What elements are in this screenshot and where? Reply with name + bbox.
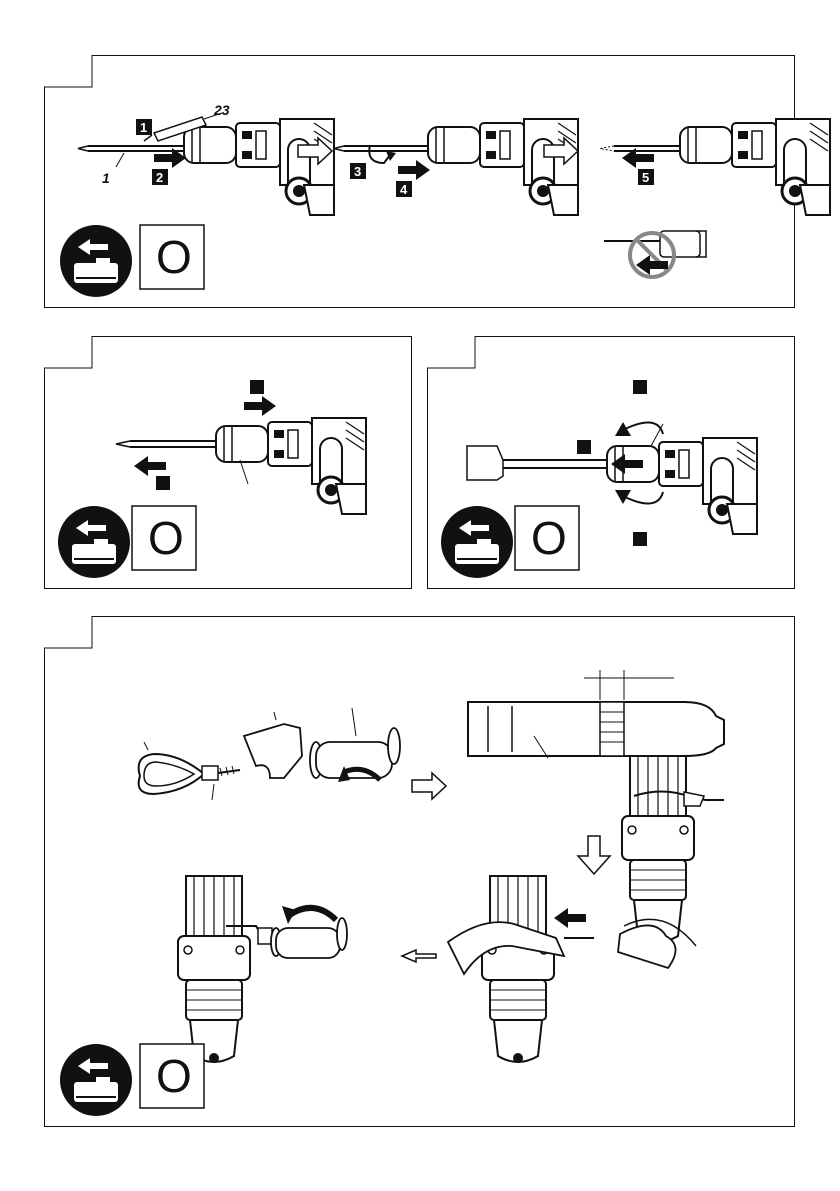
svg-text:1: 1 [140, 120, 147, 135]
svg-text:O: O [156, 231, 192, 283]
side-handle-parts [139, 708, 400, 800]
drill-with-band-illustration [622, 756, 694, 943]
step-1-badge [250, 380, 264, 394]
battery-removal-icon [441, 506, 513, 578]
step-lock-bit-illustration [334, 119, 578, 215]
svg-text:5: 5 [642, 170, 649, 185]
battery-removal-icon [60, 1044, 132, 1116]
do-not-pull-icon [604, 231, 706, 277]
step-1-badge [633, 380, 647, 394]
svg-text:2: 2 [156, 170, 163, 185]
step-5-badge: 5 [638, 169, 654, 185]
symbol-o-box: O [140, 1044, 204, 1108]
pull-chuck-arrow [244, 396, 276, 416]
step-4-badge: 4 [396, 181, 412, 197]
figure-4-side-handle-installation: O [44, 616, 795, 1127]
drill-top-view-illustration [468, 670, 724, 758]
next-step-arrow-down [578, 836, 610, 874]
step-insert-bit-illustration [78, 113, 334, 215]
figure-2-bit-removal: O [44, 336, 412, 589]
symbol-o-box: O [515, 506, 579, 570]
step-1-badge: 1 [136, 119, 152, 135]
figure-3-chisel-angle: O [427, 336, 795, 589]
svg-text:4: 4 [400, 182, 408, 197]
symbol-o-box: O [132, 506, 196, 570]
chisel-rotation-illustration [467, 422, 757, 534]
callout-bit: 1 [102, 170, 110, 186]
next-step-arrow-left [402, 950, 436, 962]
svg-text:3: 3 [354, 164, 361, 179]
step-2-badge: 2 [152, 169, 168, 185]
figure-1-bit-installation: 1 23 1 2 3 4 [44, 55, 795, 308]
step-2-badge [156, 476, 170, 490]
step-check-bit-illustration [600, 119, 830, 215]
handle-attached-illustration [178, 876, 347, 1063]
next-step-arrow [412, 773, 446, 799]
symbol-o-box: O [140, 225, 204, 289]
pull-bit-arrow [134, 456, 166, 476]
callout-grease: 23 [213, 102, 230, 118]
svg-text:O: O [531, 512, 567, 564]
svg-text:O: O [156, 1050, 192, 1102]
step-2-badge [577, 440, 591, 454]
step-3-badge: 3 [350, 163, 366, 179]
step-3-badge [633, 532, 647, 546]
svg-text:O: O [148, 512, 184, 564]
battery-removal-icon [58, 506, 130, 578]
battery-removal-icon [60, 225, 132, 297]
